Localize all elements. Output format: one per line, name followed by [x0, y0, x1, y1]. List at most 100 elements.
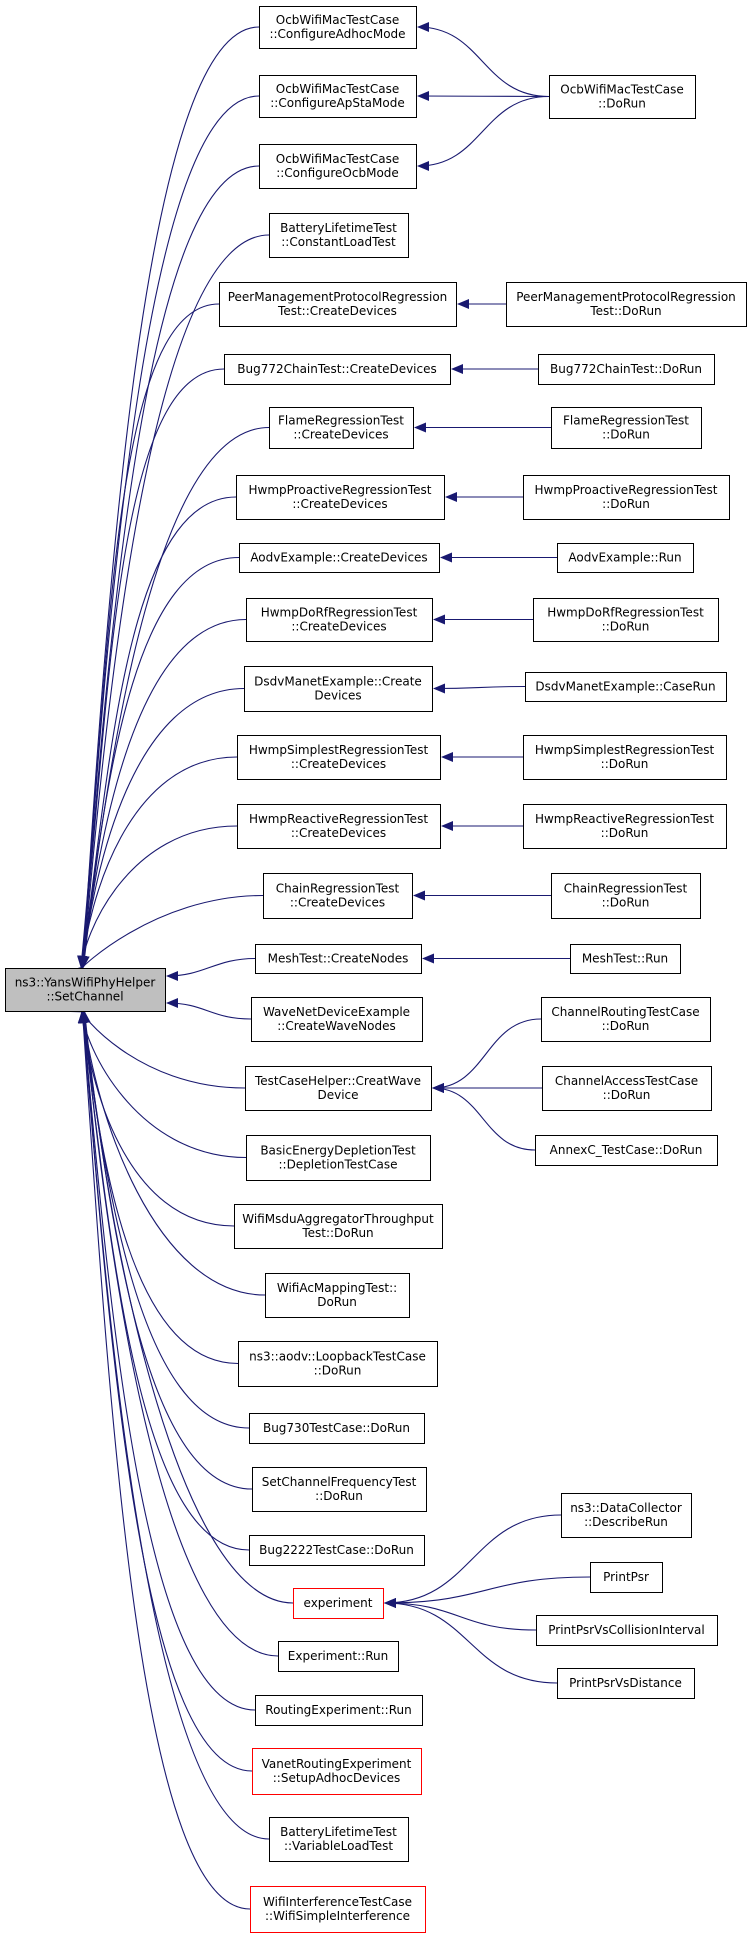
caller-node[interactable]: WifiInterferenceTestCase::WifiSimpleInte… [250, 1886, 426, 1933]
caller-node-label-line: Device [317, 1088, 358, 1102]
caller-node-label-line: Experiment::Run [288, 1649, 388, 1663]
edge-o16-to-c24 [384, 1576, 591, 1608]
caller-node-box [237, 804, 441, 849]
outer-caller-node[interactable]: HwmpReactiveRegressionTest::DoRun [523, 804, 727, 849]
caller-node[interactable]: DsdvManetExample::CreateDevices [244, 666, 433, 712]
caller-node[interactable]: SetChannelFrequencyTest::DoRun [252, 1467, 427, 1512]
caller-node[interactable]: Bug2222TestCase::DoRun [249, 1535, 425, 1566]
outer-caller-node-label-line: PrintPsrVsDistance [569, 1676, 682, 1690]
caller-node[interactable]: Bug730TestCase::DoRun [249, 1413, 425, 1444]
caller-node-label-line: OcbWifiMacTestCase [276, 13, 399, 27]
outer-caller-node[interactable]: OcbWifiMacTestCase::DoRun [549, 75, 696, 119]
caller-node[interactable]: PeerManagementProtocolRegressionTest::Cr… [219, 282, 457, 327]
caller-node[interactable]: HwmpProactiveRegressionTest::CreateDevic… [236, 475, 445, 520]
caller-node[interactable]: BatteryLifetimeTest::ConstantLoadTest [269, 213, 409, 258]
caller-node-box [246, 598, 433, 642]
outer-caller-node[interactable]: PrintPsr [590, 1562, 663, 1593]
caller-node[interactable]: RoutingExperiment::Run [255, 1695, 423, 1726]
caller-node-label-line: OcbWifiMacTestCase [276, 152, 399, 166]
outer-caller-node[interactable]: PrintPsrVsCollisionInterval [536, 1615, 718, 1646]
caller-node[interactable]: ns3::aodv::LoopbackTestCase::DoRun [238, 1341, 438, 1387]
caller-node[interactable]: BatteryLifetimeTest::VariableLoadTest [269, 1817, 409, 1862]
caller-node-box [239, 543, 440, 573]
outer-caller-node-label-line: HwmpSimplestRegressionTest [535, 743, 715, 757]
caller-node[interactable]: HwmpSimplestRegressionTest::CreateDevice… [237, 735, 441, 780]
caller-node[interactable]: WaveNetDeviceExample::CreateWaveNodes [251, 997, 423, 1042]
outer-caller-node[interactable]: ns3::DataCollector::DescribeRun [561, 1493, 692, 1538]
outer-caller-node-label-line: ns3::DataCollector [570, 1501, 682, 1515]
outer-caller-node[interactable]: HwmpSimplestRegressionTest::DoRun [523, 735, 727, 780]
outer-caller-node-box [551, 873, 701, 919]
outer-caller-node[interactable]: AodvExample::Run [557, 543, 694, 573]
edge-c19-to-root [79, 1011, 266, 1296]
outer-caller-node-label-line: PeerManagementProtocolRegression [516, 290, 736, 304]
edge-c7-to-root [78, 496, 237, 968]
outer-caller-node-label-line: PrintPsr [603, 1570, 649, 1584]
outer-caller-node[interactable]: PrintPsrVsDistance [557, 1668, 695, 1699]
nodes-layer: ns3::YansWifiPhyHelper::SetChannel OcbWif… [5, 6, 747, 1933]
outer-caller-node-box [506, 282, 747, 327]
outer-caller-node[interactable]: PeerManagementProtocolRegressionTest::Do… [506, 282, 747, 327]
edge-o0-to-c1 [417, 91, 550, 102]
outer-caller-node[interactable]: MeshTest::Run [570, 944, 681, 974]
edge-c27-to-root [78, 1011, 253, 1772]
caller-node-label-line: ::VariableLoadTest [284, 1839, 393, 1853]
outer-caller-node-box [538, 354, 715, 385]
caller-node[interactable]: MeshTest::CreateNodes [255, 944, 422, 974]
caller-node[interactable]: FlameRegressionTest::CreateDevices [269, 407, 414, 449]
caller-node[interactable]: experiment [293, 1588, 384, 1619]
caller-node-label-line: Test::DoRun [301, 1226, 373, 1240]
caller-node[interactable]: ChainRegressionTest::CreateDevices [263, 873, 413, 919]
caller-node[interactable]: OcbWifiMacTestCase::ConfigureOcbMode [259, 144, 417, 189]
edges-layer [70, 22, 591, 1910]
outer-caller-node-label-line: AnnexC_TestCase::DoRun [550, 1143, 703, 1157]
outer-caller-node[interactable]: AnnexC_TestCase::DoRun [535, 1135, 718, 1166]
caller-node[interactable]: HwmpReactiveRegressionTest::CreateDevice… [237, 804, 441, 849]
edge-c29-to-root [78, 1011, 251, 1910]
caller-node-label-line: WifiInterferenceTestCase [263, 1895, 412, 1909]
caller-node-box [250, 1886, 426, 1933]
edge-c5-to-root [77, 368, 225, 968]
caller-node[interactable]: OcbWifiMacTestCase::ConfigureApStaMode [259, 75, 417, 118]
caller-node-label-line: HwmpSimplestRegressionTest [249, 743, 429, 757]
outer-caller-node-label-line: ::DoRun [602, 428, 650, 442]
outer-caller-node[interactable]: FlameRegressionTest::DoRun [551, 407, 702, 449]
outer-caller-node-label-line: ::DoRun [598, 97, 646, 111]
caller-node-box [249, 1535, 425, 1566]
caller-node-label-line: ::ConfigureOcbMode [276, 166, 399, 180]
caller-node[interactable]: BasicEnergyDepletionTest::DepletionTestC… [246, 1135, 431, 1181]
outer-caller-node[interactable]: HwmpDoRfRegressionTest::DoRun [533, 598, 719, 642]
caller-node[interactable]: Bug772ChainTest::CreateDevices [224, 354, 451, 385]
outer-caller-node[interactable]: ChainRegressionTest::DoRun [551, 873, 701, 919]
caller-node-box [265, 1273, 410, 1318]
outer-caller-node[interactable]: ChannelAccessTestCase::DoRun [542, 1066, 712, 1111]
caller-node[interactable]: WifiAcMappingTest::DoRun [265, 1273, 410, 1318]
outer-caller-node-label-line: PrintPsrVsCollisionInterval [548, 1623, 705, 1637]
outer-caller-node-label-line: ChannelAccessTestCase [555, 1074, 698, 1088]
outer-caller-node[interactable]: ChannelRoutingTestCase::DoRun [541, 997, 711, 1042]
caller-node[interactable]: HwmpDoRfRegressionTest::CreateDevices [246, 598, 433, 642]
caller-node-box [245, 1066, 432, 1111]
outer-caller-node[interactable]: Bug772ChainTest::DoRun [538, 354, 715, 385]
outer-caller-node-label-line: FlameRegressionTest [563, 414, 689, 428]
edge-c0-to-root [78, 26, 260, 968]
caller-node[interactable]: Experiment::Run [278, 1641, 399, 1672]
caller-node-box [238, 1341, 438, 1387]
outer-caller-node-label-line: ::DoRun [602, 620, 650, 634]
outer-caller-node-label-line: ChainRegressionTest [564, 882, 688, 896]
caller-node[interactable]: AodvExample::CreateDevices [239, 543, 440, 573]
caller-node-label-line: ::ConfigureApStaMode [270, 96, 404, 110]
caller-node[interactable]: VanetRoutingExperiment::SetupAdhocDevice… [252, 1748, 422, 1795]
edge-o18-to-c24 [384, 1598, 558, 1684]
outer-caller-node[interactable]: HwmpProactiveRegressionTest::DoRun [523, 475, 730, 520]
caller-node-label-line: ns3::aodv::LoopbackTestCase [249, 1350, 426, 1364]
outer-caller-node-label-line: ::DoRun [601, 757, 649, 771]
caller-node[interactable]: OcbWifiMacTestCase::ConfigureAdhocMode [259, 6, 417, 49]
root-node[interactable]: ns3::YansWifiPhyHelper::SetChannel [5, 968, 166, 1012]
caller-node-label-line: HwmpReactiveRegressionTest [249, 812, 428, 826]
outer-caller-node-label-line: ::DoRun [602, 1019, 650, 1033]
outer-caller-node[interactable]: DsdvManetExample::CaseRun [525, 672, 727, 702]
caller-node-label-line: HwmpProactiveRegressionTest [249, 483, 432, 497]
